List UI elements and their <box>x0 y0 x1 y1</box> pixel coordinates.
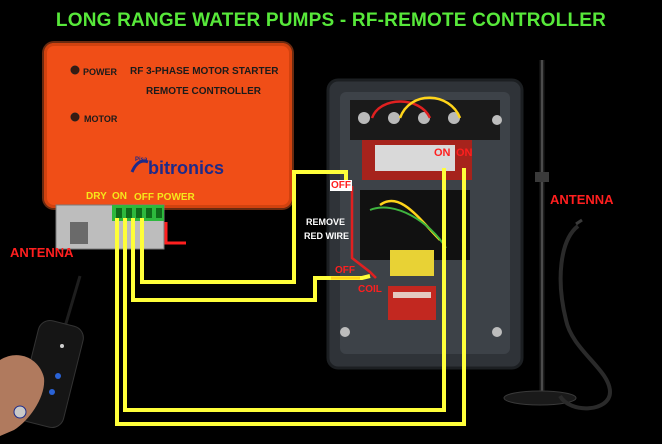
remove-red-wire-label-1: REMOVE <box>306 217 346 227</box>
starter-nameplate <box>388 286 436 320</box>
antenna-right-cable <box>558 224 613 411</box>
starter-label-on-2: ON <box>456 147 473 159</box>
remove-red-wire-label-2: RED WIRE <box>304 231 349 241</box>
overload-relay <box>360 190 470 260</box>
remote-antenna <box>62 275 82 331</box>
contactor-label-plate <box>375 145 455 171</box>
wire-power-off <box>140 170 348 284</box>
starter-label-coil: COIL <box>358 284 382 295</box>
motor-led <box>70 112 80 122</box>
remove-red-wire <box>350 186 377 279</box>
antenna-label-right: ANTENNA <box>550 192 614 207</box>
brand-swoosh-icon <box>130 159 149 173</box>
terminal-label-on: ON <box>112 191 127 202</box>
antenna-right-base <box>503 390 577 406</box>
starter-label-off-top: OFF <box>330 180 352 191</box>
wire-dry-on-1 <box>115 168 466 426</box>
wire-dry-on-2 <box>123 168 446 412</box>
yellow-wiring <box>115 168 466 426</box>
wire-off-coil <box>131 218 371 302</box>
coil-yellow-part <box>390 250 434 276</box>
terminal-label-off: OFF <box>134 192 154 203</box>
starter-label-off-bottom: OFF <box>335 265 355 276</box>
power-red-wire <box>164 222 186 245</box>
power-led <box>70 65 80 75</box>
rf-controller-box <box>44 43 292 208</box>
terminal-label-power: POWER <box>157 192 195 203</box>
motor-led-label: MOTOR <box>84 114 118 124</box>
controller-heading-2: REMOTE CONTROLLER <box>146 86 261 97</box>
terminal-label-dry: DRY <box>86 191 107 202</box>
starter-label-on-1: ON <box>434 147 451 159</box>
terminal-relay <box>70 222 88 244</box>
antenna-label-left: ANTENNA <box>10 245 74 260</box>
power-led-label: POWER <box>83 67 118 77</box>
brand-logo-text: bitronics <box>148 158 225 178</box>
controller-heading-1: RF 3-PHASE MOTOR STARTER <box>130 66 279 77</box>
diagram-title: LONG RANGE WATER PUMPS - RF-REMOTE CONTR… <box>55 10 607 31</box>
hand <box>0 355 45 436</box>
